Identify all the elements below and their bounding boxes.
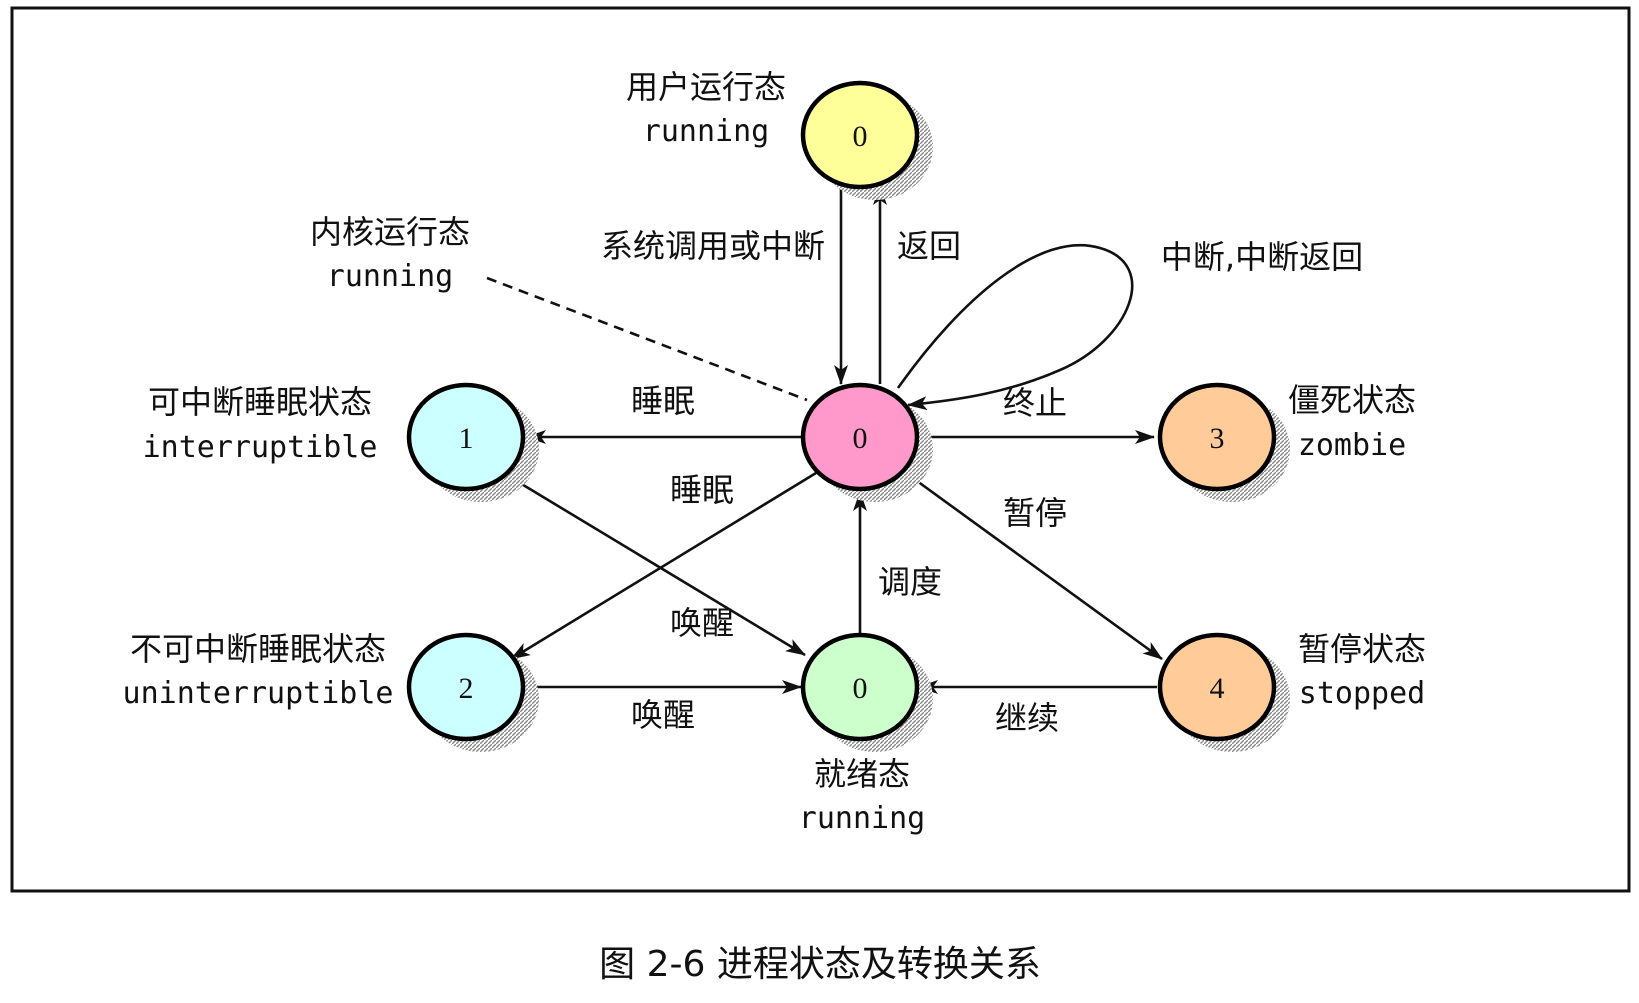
edge-interrupt-loop xyxy=(896,243,1134,411)
label-ready-cn: 就绪态 xyxy=(814,755,910,793)
node-zombie: 3 xyxy=(1157,382,1290,502)
label-zombie-en: zombie xyxy=(1298,428,1406,463)
label-kernel-running-cn: 内核运行态 xyxy=(310,213,470,251)
node-user-running-circle xyxy=(800,80,920,190)
label-interruptible-en: interruptible xyxy=(143,430,378,465)
node-ready-circle xyxy=(800,632,920,742)
edge-label-terminate: 终止 xyxy=(1003,384,1067,422)
edge-label-continue: 继续 xyxy=(995,699,1059,737)
node-user-running: 0 xyxy=(800,80,933,200)
edge-pause xyxy=(905,471,1163,661)
figure-caption: 图 2-6 进程状态及转换关系 xyxy=(599,944,1041,985)
label-stopped-en: stopped xyxy=(1299,676,1425,711)
label-stopped-cn: 暂停状态 xyxy=(1298,630,1426,668)
edge-label-wakeup-uninterruptible: 唤醒 xyxy=(631,696,695,734)
node-stopped-number: 4 xyxy=(1210,672,1225,705)
node-kernel-running: 0 xyxy=(800,382,933,502)
node-zombie-number: 3 xyxy=(1210,422,1225,455)
edge-label-interrupt-loop: 中断,中断返回 xyxy=(1161,238,1363,276)
label-zombie-cn: 僵死状态 xyxy=(1288,381,1416,419)
node-zombie-circle xyxy=(1157,382,1277,492)
label-kernel-running-en: running xyxy=(327,259,453,294)
label-ready-en: running xyxy=(799,801,925,836)
edge-label-schedule: 调度 xyxy=(878,563,942,601)
node-interruptible-number: 1 xyxy=(459,422,474,455)
edge-label-sleep-interruptible: 睡眠 xyxy=(631,382,695,420)
label-user-running-en: running xyxy=(643,114,769,149)
edge-label-sleep-uninterruptible: 睡眠 xyxy=(670,471,734,509)
node-stopped: 4 xyxy=(1157,632,1290,752)
node-stopped-circle xyxy=(1157,632,1277,742)
node-ready-number: 0 xyxy=(853,672,868,705)
edge-label-return: 返回 xyxy=(897,227,961,265)
label-user-running-cn: 用户运行态 xyxy=(626,68,786,106)
node-interruptible: 1 xyxy=(406,382,539,502)
node-kernel-running-number: 0 xyxy=(853,422,868,455)
node-uninterruptible: 2 xyxy=(406,632,539,752)
edge-label-wakeup-interruptible: 唤醒 xyxy=(670,604,734,642)
diagram-frame xyxy=(10,6,1631,893)
label-uninterruptible-en: uninterruptible xyxy=(123,676,394,711)
edge-kernel-dashed xyxy=(486,276,808,402)
edge-wakeup-interruptible xyxy=(509,475,806,657)
node-ready: 0 xyxy=(800,632,933,752)
label-interruptible-cn: 可中断睡眠状态 xyxy=(148,383,372,421)
edge-sleep-uninterruptible xyxy=(510,471,817,661)
edge-label-syscall: 系统调用或中断 xyxy=(601,227,825,265)
node-kernel-running-circle xyxy=(800,382,920,492)
edge-label-pause: 暂停 xyxy=(1003,494,1067,532)
node-uninterruptible-circle xyxy=(406,632,526,742)
node-uninterruptible-number: 2 xyxy=(459,672,474,705)
node-user-running-number: 0 xyxy=(853,120,868,153)
label-uninterruptible-cn: 不可中断睡眠状态 xyxy=(130,630,386,668)
node-interruptible-circle xyxy=(406,382,526,492)
